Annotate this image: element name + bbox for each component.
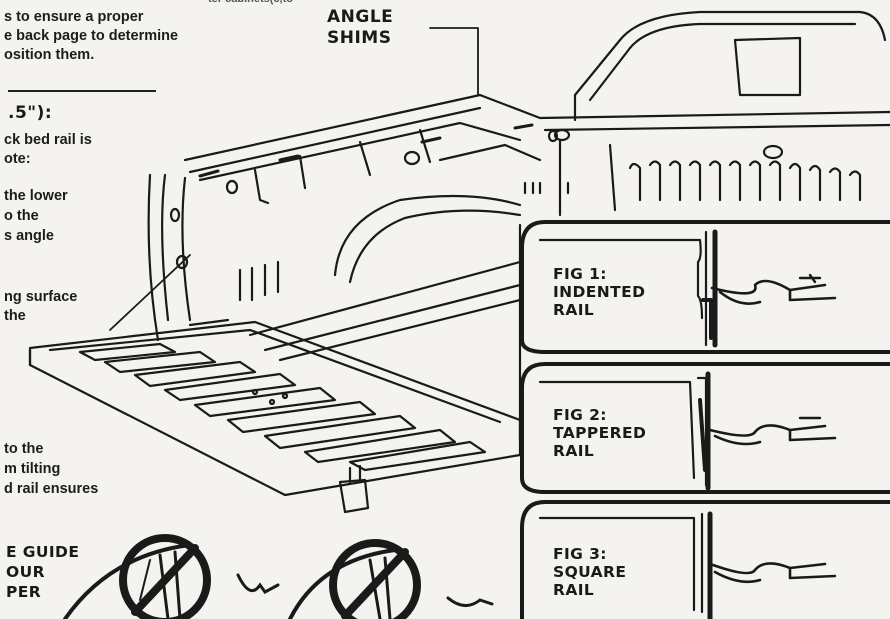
top-text-fragment: ter cabinets(c,to <box>208 0 293 9</box>
paragraph-1-line-2: e back page to determine <box>4 28 179 44</box>
fig-2-box <box>520 362 890 494</box>
tail-light <box>147 173 181 342</box>
section-heading: .5"): <box>8 103 53 123</box>
fig-1-box <box>520 220 890 354</box>
paragraph-4-line-1: ng surface <box>4 289 78 305</box>
incorrect-placement-diagrams <box>63 534 494 619</box>
trailer-hitch <box>338 464 370 514</box>
fig-1-label-line-2: INDENTED <box>553 283 646 301</box>
section-divider <box>8 90 156 92</box>
angle-shims <box>198 123 534 178</box>
paragraph-2-line-1: ck bed rail is <box>4 132 92 148</box>
fig-3-box <box>520 500 890 619</box>
paragraph-6-line-1: E GUIDE <box>6 543 80 561</box>
fig-2-label-line-1: FIG 2: <box>553 406 607 424</box>
paragraph-5-line-2: m tilting <box>4 461 61 477</box>
paragraph-5-line-1: to the <box>4 441 44 457</box>
paragraph-2-line-2: ote: <box>4 151 31 167</box>
side-bed-rail <box>183 93 559 205</box>
fig-3-label-line-2: SQUARE <box>553 563 627 581</box>
paragraph-6-line-3: PER <box>6 583 42 601</box>
fig-3-label-line-3: RAIL <box>553 581 595 599</box>
truck-cab <box>573 10 887 122</box>
fig-1-label-line-1: FIG 1: <box>553 265 607 283</box>
callout-leader <box>429 27 479 96</box>
paragraph-1-line-1: s to ensure a proper <box>4 9 144 25</box>
fig-3-label-line-1: FIG 3: <box>553 545 607 563</box>
paragraph-6-line-2: OUR <box>6 563 45 581</box>
paragraph-3-line-3: s angle <box>4 228 54 244</box>
paragraph-1-line-3: osition them. <box>4 47 95 63</box>
callout-label-line-1: ANGLE <box>327 7 394 27</box>
fig-1-label-line-3: RAIL <box>553 301 595 319</box>
fig-2-label-line-3: RAIL <box>553 442 595 460</box>
paragraph-4-line-2: the <box>4 308 26 324</box>
front-bed-wall <box>523 110 890 217</box>
paragraph-3-line-1: the lower <box>4 188 68 204</box>
tailgate <box>28 254 522 497</box>
paragraph-5-line-3: d rail ensures <box>4 481 99 497</box>
paragraph-3-line-2: o the <box>4 208 39 224</box>
callout-label-line-2: SHIMS <box>327 28 392 48</box>
fig-2-label-line-2: TAPPERED <box>553 424 647 442</box>
